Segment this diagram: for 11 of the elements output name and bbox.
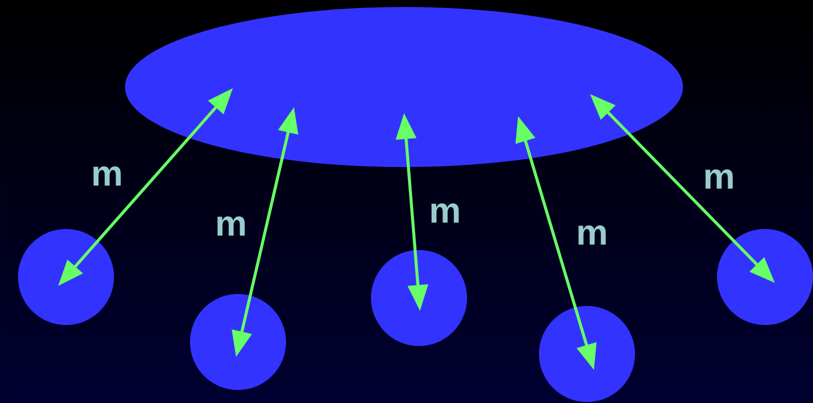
circle bbox=[371, 250, 467, 346]
circle bbox=[539, 306, 635, 402]
edge-label: m bbox=[217, 216, 245, 236]
edge-label: m bbox=[431, 203, 459, 223]
circle bbox=[717, 229, 813, 325]
edge-label: m bbox=[705, 169, 733, 189]
edge-label: m bbox=[93, 166, 121, 186]
circle bbox=[18, 229, 114, 325]
ellipse bbox=[125, 7, 683, 167]
edge-label: m bbox=[578, 225, 606, 245]
circle bbox=[190, 294, 286, 390]
